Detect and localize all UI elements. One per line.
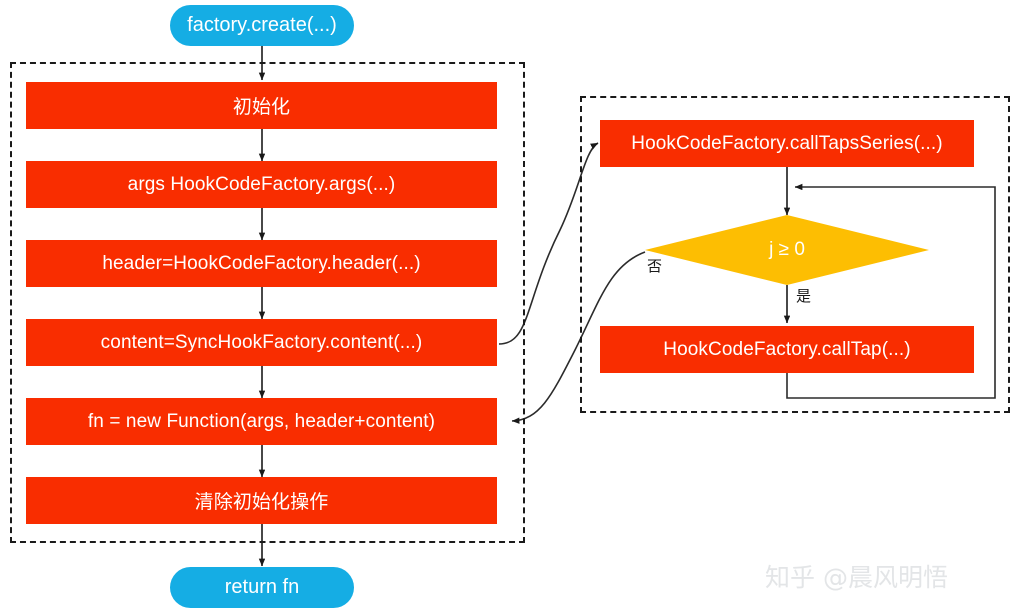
node-call-tap-label: HookCodeFactory.callTap(...) — [663, 338, 911, 360]
node-args-label: args HookCodeFactory.args(...) — [127, 173, 396, 195]
node-fn[interactable]: fn = new Function(args, header+content) — [26, 398, 497, 445]
node-return-fn-label: return fn — [224, 576, 300, 598]
node-cleanup-label: 清除初始化操作 — [194, 492, 329, 513]
node-args[interactable]: args HookCodeFactory.args(...) — [26, 161, 497, 208]
edge-content-to-calltapsseries — [498, 142, 599, 345]
node-init-label: 初始化 — [232, 97, 291, 118]
node-header[interactable]: header=HookCodeFactory.header(...) — [26, 240, 497, 287]
edge-label-no: 否 — [647, 257, 663, 275]
edge-calltap-loopback — [786, 183, 996, 399]
edge-decision-no-to-fn — [511, 251, 646, 424]
node-call-taps-series-label: HookCodeFactory.callTapsSeries(...) — [631, 132, 943, 154]
node-factory-create[interactable]: factory.create(...) — [170, 5, 354, 46]
node-content[interactable]: content=SyncHookFactory.content(...) — [26, 319, 497, 366]
node-decision-j-ge-0[interactable]: j ≥ 0 — [645, 215, 929, 285]
node-factory-create-label: factory.create(...) — [187, 14, 337, 36]
edge-label-yes: 是 — [796, 287, 812, 305]
node-init[interactable]: 初始化 — [26, 82, 497, 129]
node-decision-label: j ≥ 0 — [769, 239, 805, 260]
node-fn-label: fn = new Function(args, header+content) — [87, 410, 436, 432]
watermark: 知乎 @晨风明悟 — [765, 563, 948, 592]
node-cleanup[interactable]: 清除初始化操作 — [26, 477, 497, 524]
call-taps-series-group — [580, 96, 1010, 413]
node-header-label: header=HookCodeFactory.header(...) — [102, 252, 421, 274]
node-return-fn[interactable]: return fn — [170, 567, 354, 608]
node-call-tap[interactable]: HookCodeFactory.callTap(...) — [600, 326, 974, 373]
node-call-taps-series[interactable]: HookCodeFactory.callTapsSeries(...) — [600, 120, 974, 167]
node-content-label: content=SyncHookFactory.content(...) — [100, 331, 423, 353]
main-create-group — [10, 62, 525, 543]
